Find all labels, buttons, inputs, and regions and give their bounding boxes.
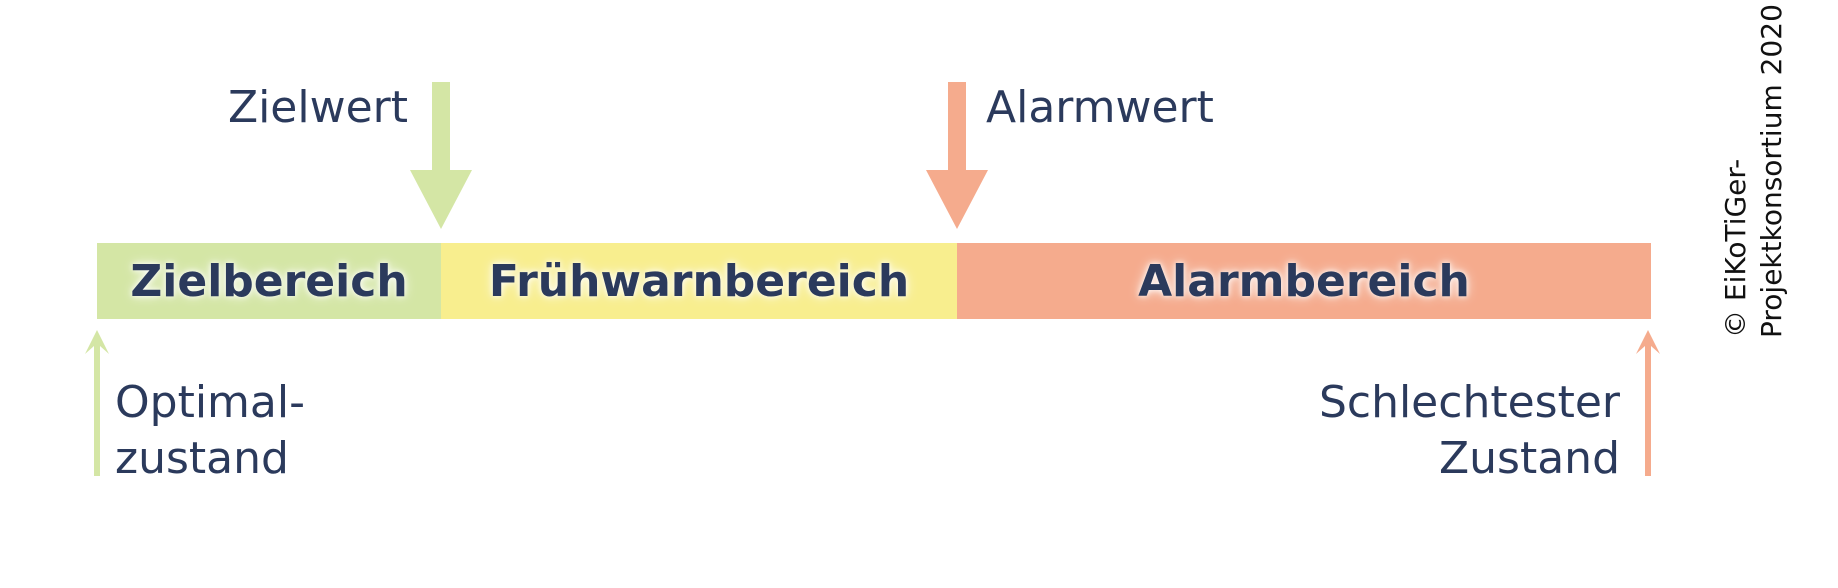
worst-state-label: Schlechtester Zustand	[1319, 375, 1620, 487]
optimal-state-arrow	[85, 330, 109, 476]
worst-state-line2: Zustand	[1439, 433, 1620, 484]
worst-state-arrow	[1636, 330, 1660, 476]
target-value-label: Zielwert	[227, 82, 408, 133]
target-zone-label: Zielbereich	[130, 255, 408, 307]
target-zone: Zielbereich	[97, 243, 441, 319]
worst-state-line1: Schlechtester	[1318, 377, 1620, 428]
alarm-zone-label: Alarmbereich	[1138, 255, 1470, 307]
optimal-state-label: Optimal- zustand	[115, 375, 305, 487]
optimal-state-line2: zustand	[115, 433, 289, 484]
alarm-zone: Alarmbereich	[957, 243, 1651, 319]
alarm-value-label: Alarmwert	[986, 82, 1214, 133]
alarm-value-arrow	[926, 82, 988, 229]
optimal-state-line1: Optimal-	[115, 377, 305, 428]
target-value-arrow	[410, 82, 472, 229]
copyright-line2: Projektkonsortium 2020	[1755, 4, 1788, 338]
copyright-line1: © EiKoTiGer-	[1719, 158, 1752, 338]
early-warning-zone-label: Frühwarnbereich	[488, 255, 910, 307]
early-warning-zone: Frühwarnbereich	[441, 243, 957, 319]
